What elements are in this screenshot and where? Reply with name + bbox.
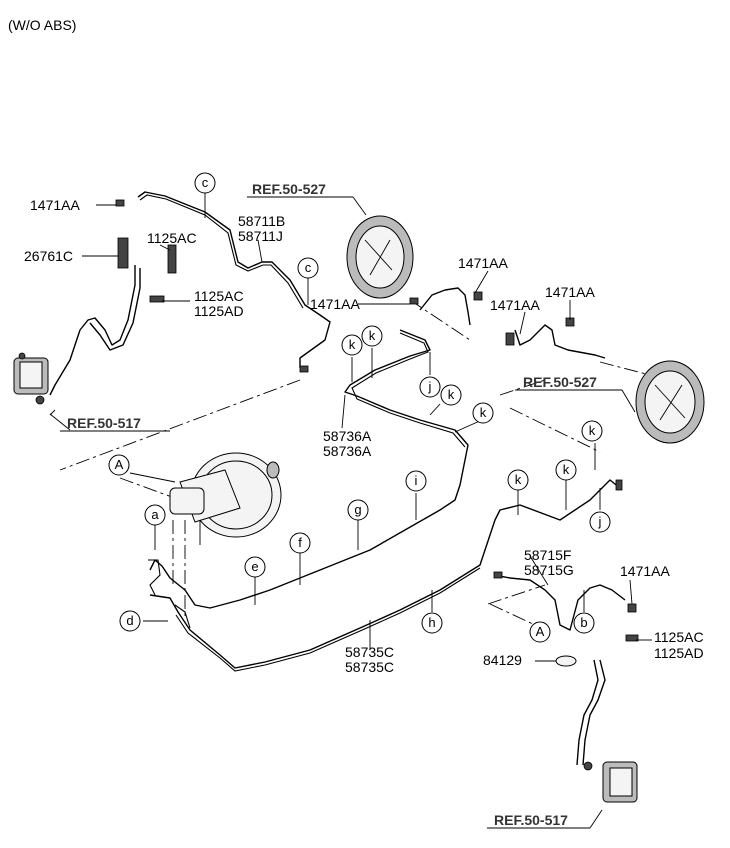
part-1125AD: 1125AD <box>194 303 244 319</box>
part-labels: 1471AA 26761C 1125AC 1125AC 1125AD 58711… <box>24 197 704 675</box>
leaders <box>49 193 652 829</box>
diagram-title: (W/O ABS) <box>8 17 76 33</box>
svg-text:k: k <box>369 328 376 343</box>
part-58736A: 58736A <box>323 428 372 444</box>
callout-A: A <box>108 454 130 476</box>
svg-text:g: g <box>354 502 361 517</box>
part-1125AC: 1125AC <box>654 629 704 645</box>
svg-text:a: a <box>151 507 159 522</box>
callout-a: a <box>144 504 166 526</box>
callout-k: k <box>555 459 577 481</box>
part-58715G: 58715G <box>524 562 574 578</box>
callout-g: g <box>347 499 369 521</box>
svg-text:j: j <box>428 379 432 394</box>
callout-j: j <box>589 511 611 533</box>
part-1471AA: 1471AA <box>30 197 80 213</box>
callout-i: i <box>405 470 427 492</box>
part-26761C: 26761C <box>24 248 73 264</box>
callout-k: k <box>472 402 494 424</box>
part-58735C: 58735C <box>345 659 394 675</box>
part-1471AA: 1471AA <box>545 284 595 300</box>
ref-label-caliper-rear: REF.50-517 <box>494 812 568 828</box>
svg-text:c: c <box>305 260 312 275</box>
part-84129: 84129 <box>483 652 522 668</box>
part-1125AD: 1125AD <box>654 645 704 661</box>
svg-text:b: b <box>580 615 587 630</box>
callouts: c c k k j k k k k k j A A a b d e f g h … <box>108 172 611 643</box>
part-58736A: 58736A <box>323 443 372 459</box>
ref-underlines <box>60 196 622 829</box>
svg-text:e: e <box>251 559 258 574</box>
callout-j: j <box>419 376 441 398</box>
callout-d: d <box>119 610 141 632</box>
brake-booster <box>169 452 282 545</box>
callout-A: A <box>529 621 551 643</box>
svg-text:i: i <box>415 473 418 488</box>
callout-k: k <box>361 325 383 347</box>
clips-fittings <box>115 199 639 667</box>
callout-h: h <box>421 612 443 634</box>
part-1471AA: 1471AA <box>490 297 540 313</box>
rear-caliper <box>583 761 638 803</box>
callout-c: c <box>297 257 319 279</box>
svg-text:f: f <box>298 535 302 550</box>
part-58715F: 58715F <box>524 547 571 563</box>
part-58735C: 58735C <box>345 644 394 660</box>
ref-label-drum-right: REF.50-527 <box>523 374 597 390</box>
part-1471AA: 1471AA <box>458 255 508 271</box>
callout-f: f <box>289 532 311 554</box>
callout-c: c <box>194 172 216 194</box>
part-1471AA: 1471AA <box>310 296 360 312</box>
svg-text:k: k <box>349 337 356 352</box>
svg-text:k: k <box>480 405 487 420</box>
callout-k: k <box>507 469 529 491</box>
ref-label-drum-left: REF.50-527 <box>252 181 326 197</box>
callout-b: b <box>573 612 595 634</box>
svg-text:k: k <box>448 387 455 402</box>
ref-labels: REF.50-527 REF.50-527 REF.50-517 REF.50-… <box>67 181 597 828</box>
right-backing-plate <box>635 360 705 444</box>
svg-text:j: j <box>598 514 602 529</box>
svg-text:A: A <box>115 457 124 472</box>
brake-pipes <box>49 191 626 766</box>
svg-text:d: d <box>126 613 133 628</box>
front-caliper <box>13 352 49 405</box>
part-1125AC: 1125AC <box>147 230 197 246</box>
svg-text:h: h <box>428 615 435 630</box>
part-1471AA: 1471AA <box>620 563 670 579</box>
part-58711B: 58711B <box>238 213 285 229</box>
svg-text:k: k <box>589 423 596 438</box>
ref-label-caliper-front: REF.50-517 <box>67 415 141 431</box>
svg-text:A: A <box>536 624 545 639</box>
callout-k: k <box>440 384 462 406</box>
left-backing-plate <box>346 215 414 299</box>
part-1125AC: 1125AC <box>194 288 244 304</box>
callout-k: k <box>341 334 363 356</box>
svg-text:k: k <box>563 462 570 477</box>
callout-k: k <box>581 420 603 442</box>
part-58711J: 58711J <box>238 228 283 244</box>
svg-text:c: c <box>202 175 209 190</box>
callout-e: e <box>244 556 266 578</box>
svg-text:k: k <box>515 472 522 487</box>
